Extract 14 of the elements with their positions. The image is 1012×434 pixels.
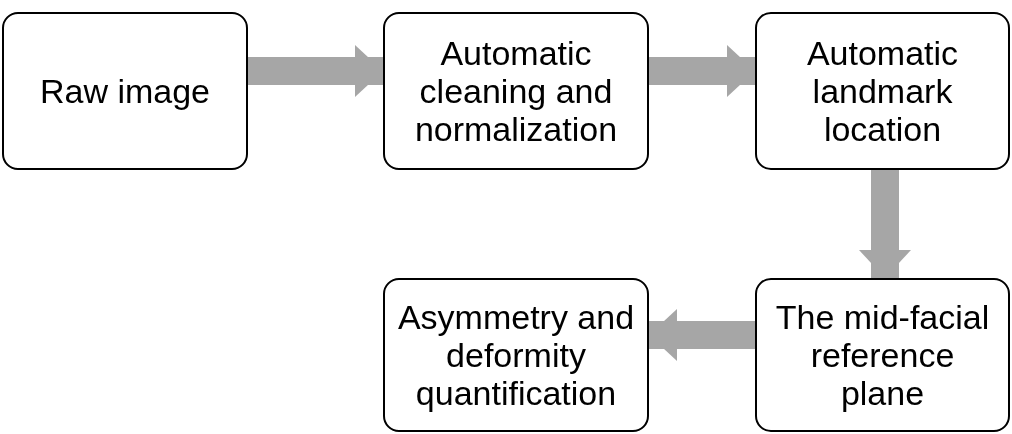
step-text: Automatic cleaning and normalization [413, 33, 619, 149]
step-text: Automatic landmark location [805, 33, 960, 149]
block-arrow [248, 45, 383, 97]
process-box [383, 12, 649, 170]
block-arrow [649, 309, 755, 361]
process-box [755, 12, 1010, 170]
block-arrow [649, 45, 755, 97]
process-box [383, 278, 649, 432]
block-arrow [859, 170, 911, 278]
step-text: Raw image [38, 71, 212, 111]
step-text: The mid-facial reference plane [774, 297, 991, 413]
step-text: Asymmetry and deformity quantification [396, 297, 636, 413]
process-box [755, 278, 1010, 432]
process-box [2, 12, 248, 170]
